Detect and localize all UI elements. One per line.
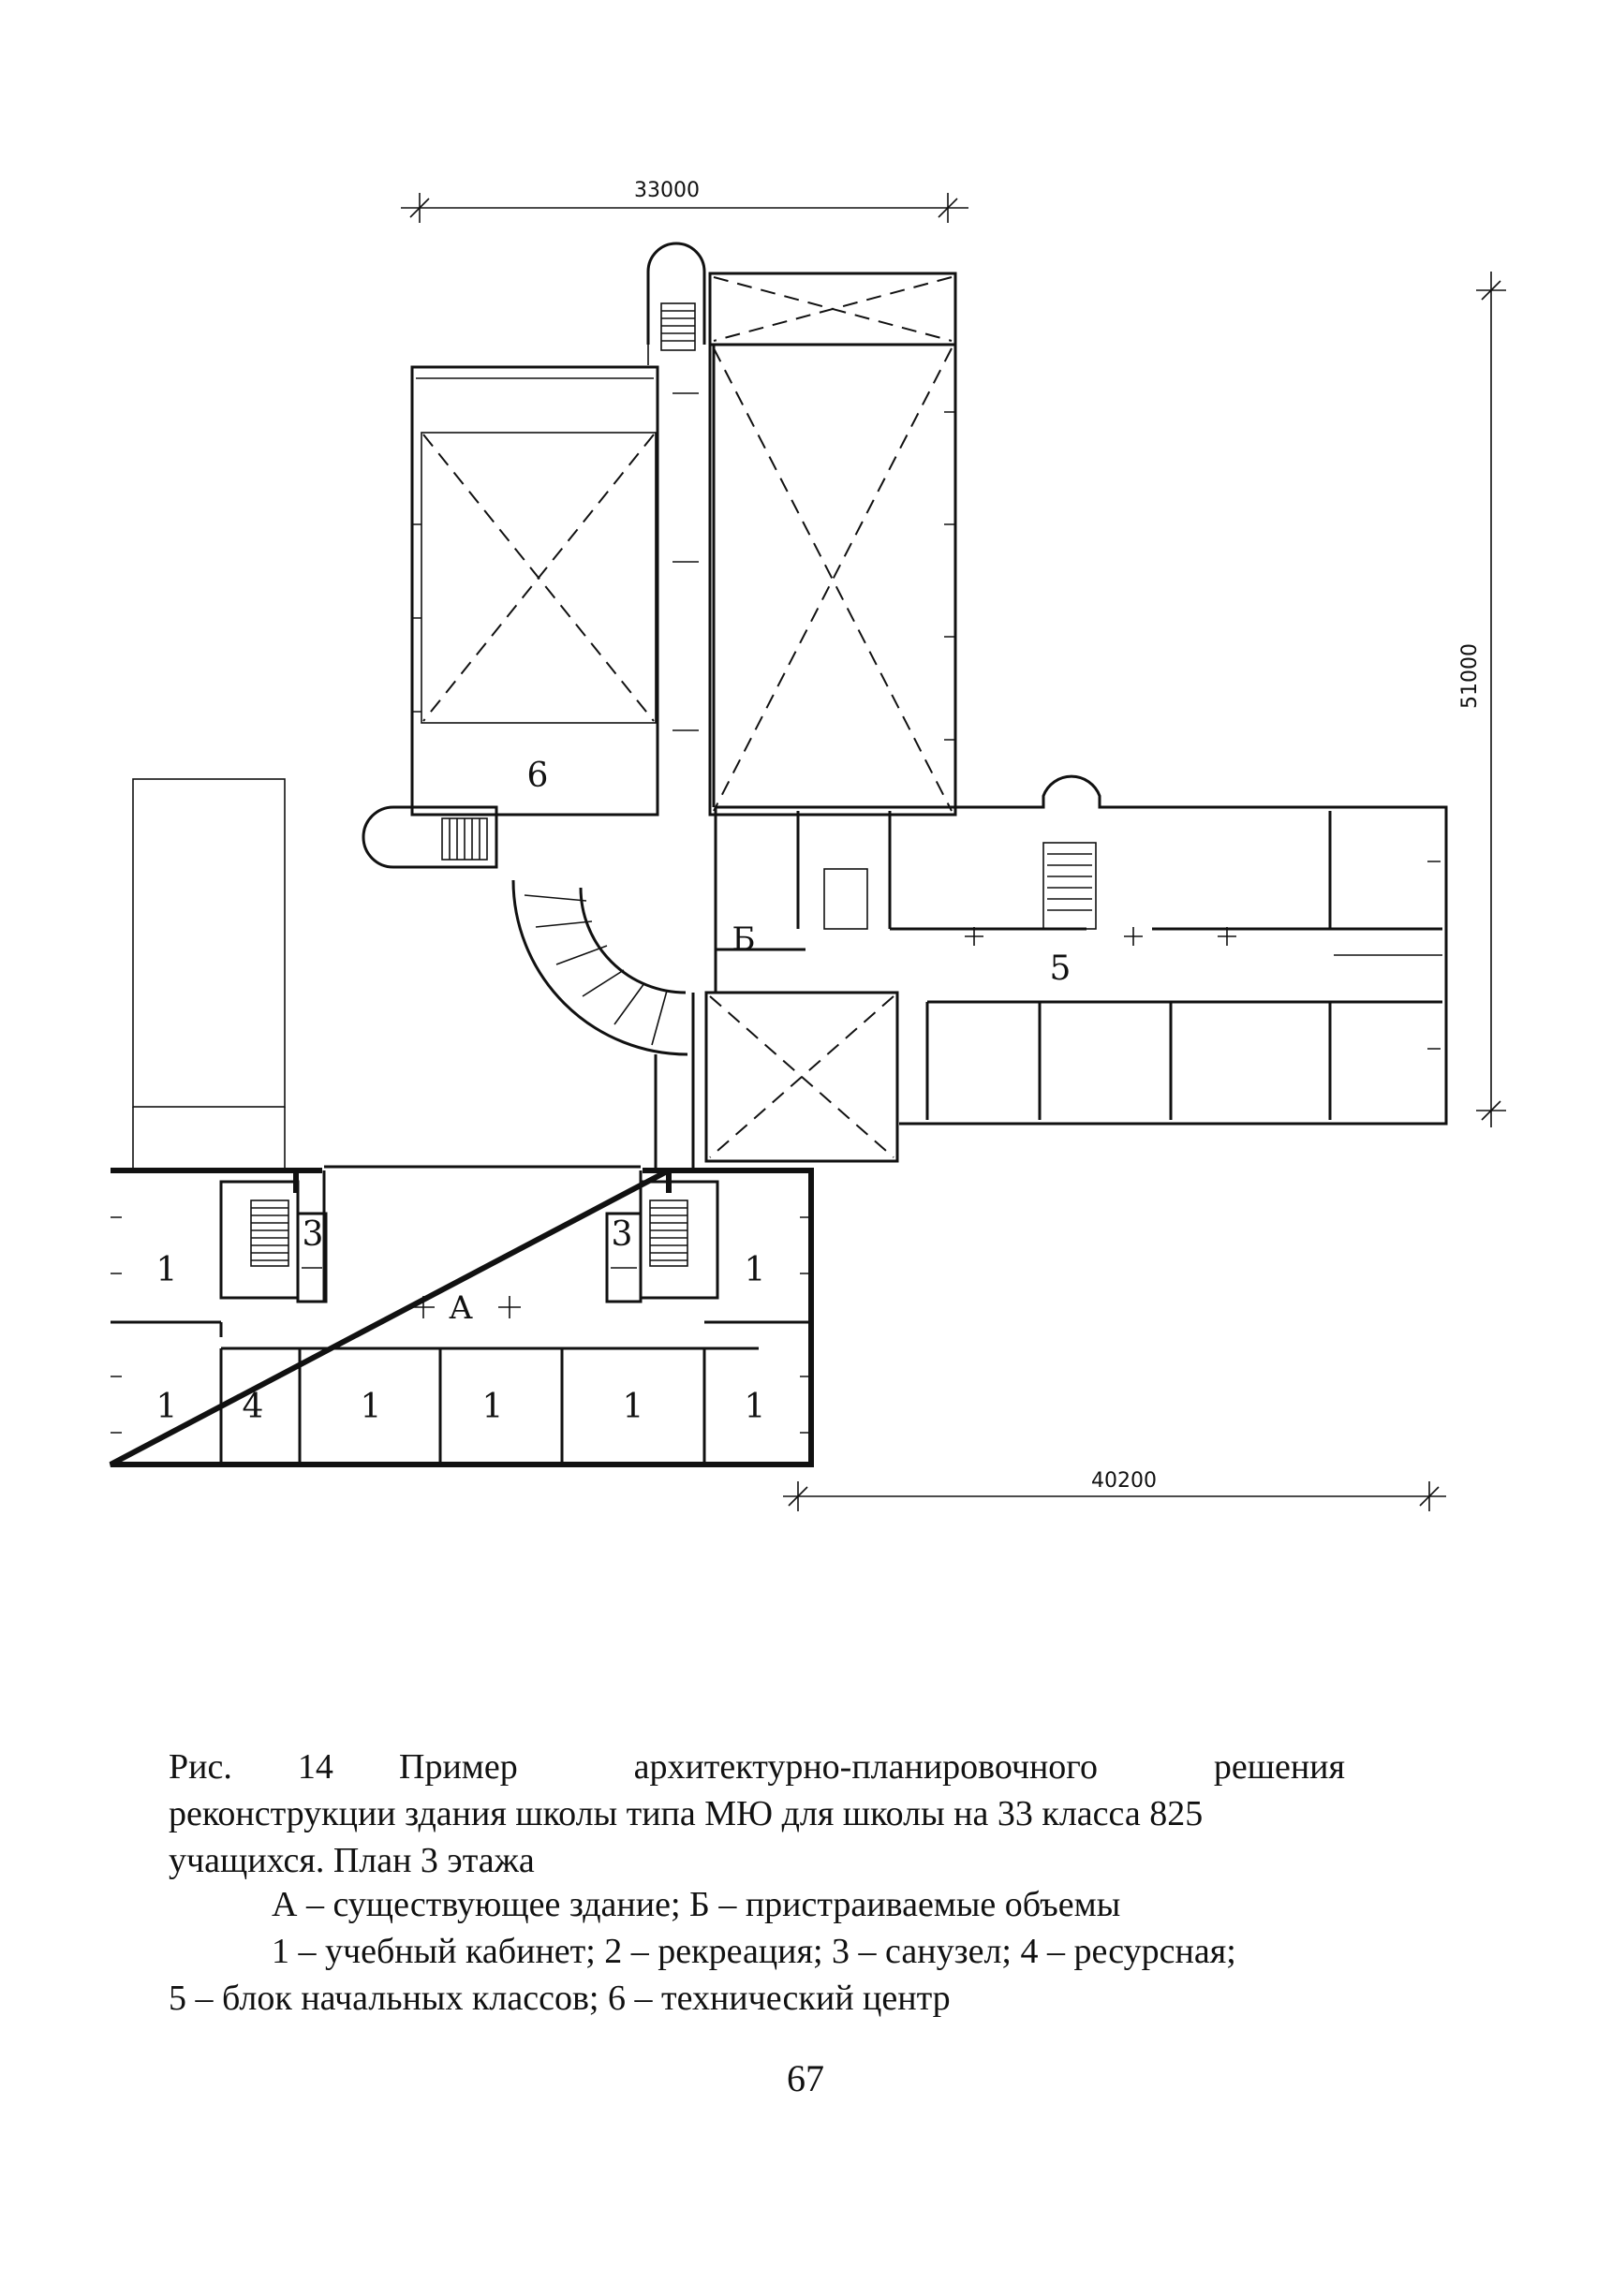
room-label-5: 5 bbox=[1050, 949, 1072, 988]
floor-plan-drawing: 33000 51000 40200 bbox=[109, 179, 1506, 1511]
legend-zones: А – существующее здание; Б – пристраивае… bbox=[272, 1885, 1121, 1924]
curved-stair bbox=[362, 805, 695, 1170]
room-label-4: 4 bbox=[243, 1388, 264, 1426]
figure-label: Рис. bbox=[169, 1747, 232, 1787]
caption-line-3: учащихся. План 3 этажа bbox=[169, 1841, 535, 1880]
room-label-3: 3 bbox=[612, 1215, 633, 1254]
legend-rooms-1: 1 – учебный кабинет; 2 – рекреация; 3 – … bbox=[272, 1932, 1236, 1971]
dimension-top: 33000 bbox=[401, 179, 968, 223]
room-label-1: 1 bbox=[745, 1388, 766, 1426]
stair-wing-5 bbox=[1042, 842, 1097, 930]
room-label-1: 1 bbox=[623, 1388, 644, 1426]
legend-rooms-2: 5 – блок начальных классов; 6 – техничес… bbox=[169, 1979, 951, 2018]
block-6-technical-centre bbox=[410, 365, 659, 817]
large-hall bbox=[708, 272, 957, 817]
stair-right-a bbox=[649, 1200, 688, 1267]
block-5-primary-wing bbox=[714, 774, 1448, 1126]
existing-building-a bbox=[109, 1165, 814, 1467]
dimension-right-label: 51000 bbox=[1458, 643, 1482, 709]
caption-line-2: реконструкции здания школы типа МЮ для ш… bbox=[169, 1794, 1204, 1833]
room-label-1: 1 bbox=[482, 1388, 504, 1426]
room-label-3: 3 bbox=[303, 1215, 324, 1254]
central-spine bbox=[646, 242, 716, 807]
room-label-1: 1 bbox=[361, 1388, 382, 1426]
dimension-right: 51000 bbox=[1458, 272, 1506, 1127]
page-number: 67 bbox=[787, 2057, 824, 2099]
room-label-1: 1 bbox=[745, 1251, 766, 1289]
zone-label-a: А bbox=[449, 1289, 473, 1327]
caption-line-1-rest: Пример архитектурно-планировочного решен… bbox=[399, 1747, 1345, 1787]
small-hall bbox=[704, 991, 899, 1163]
adjacent-building bbox=[132, 778, 286, 1170]
room-label-1: 1 bbox=[156, 1251, 178, 1289]
room-label-6: 6 bbox=[527, 757, 549, 795]
caption-line-1: Рис. 14 Пример архитектурно-планировочно… bbox=[169, 1744, 1345, 1790]
figure-number: 14 bbox=[297, 1747, 333, 1787]
dimension-bottom-label: 40200 bbox=[1091, 1469, 1157, 1493]
dimension-bottom: 40200 bbox=[783, 1469, 1446, 1511]
dimension-top-label: 33000 bbox=[634, 179, 700, 202]
stair-left-a bbox=[250, 1200, 289, 1267]
room-label-1: 1 bbox=[156, 1388, 178, 1426]
figure-caption: Рис. 14 Пример архитектурно-планировочно… bbox=[169, 1744, 1345, 1884]
zone-label-b: Б bbox=[732, 920, 756, 958]
room-labels: 1 1 1 1 1 1 1 4 3 3 6 5 А Б bbox=[156, 757, 1072, 1426]
